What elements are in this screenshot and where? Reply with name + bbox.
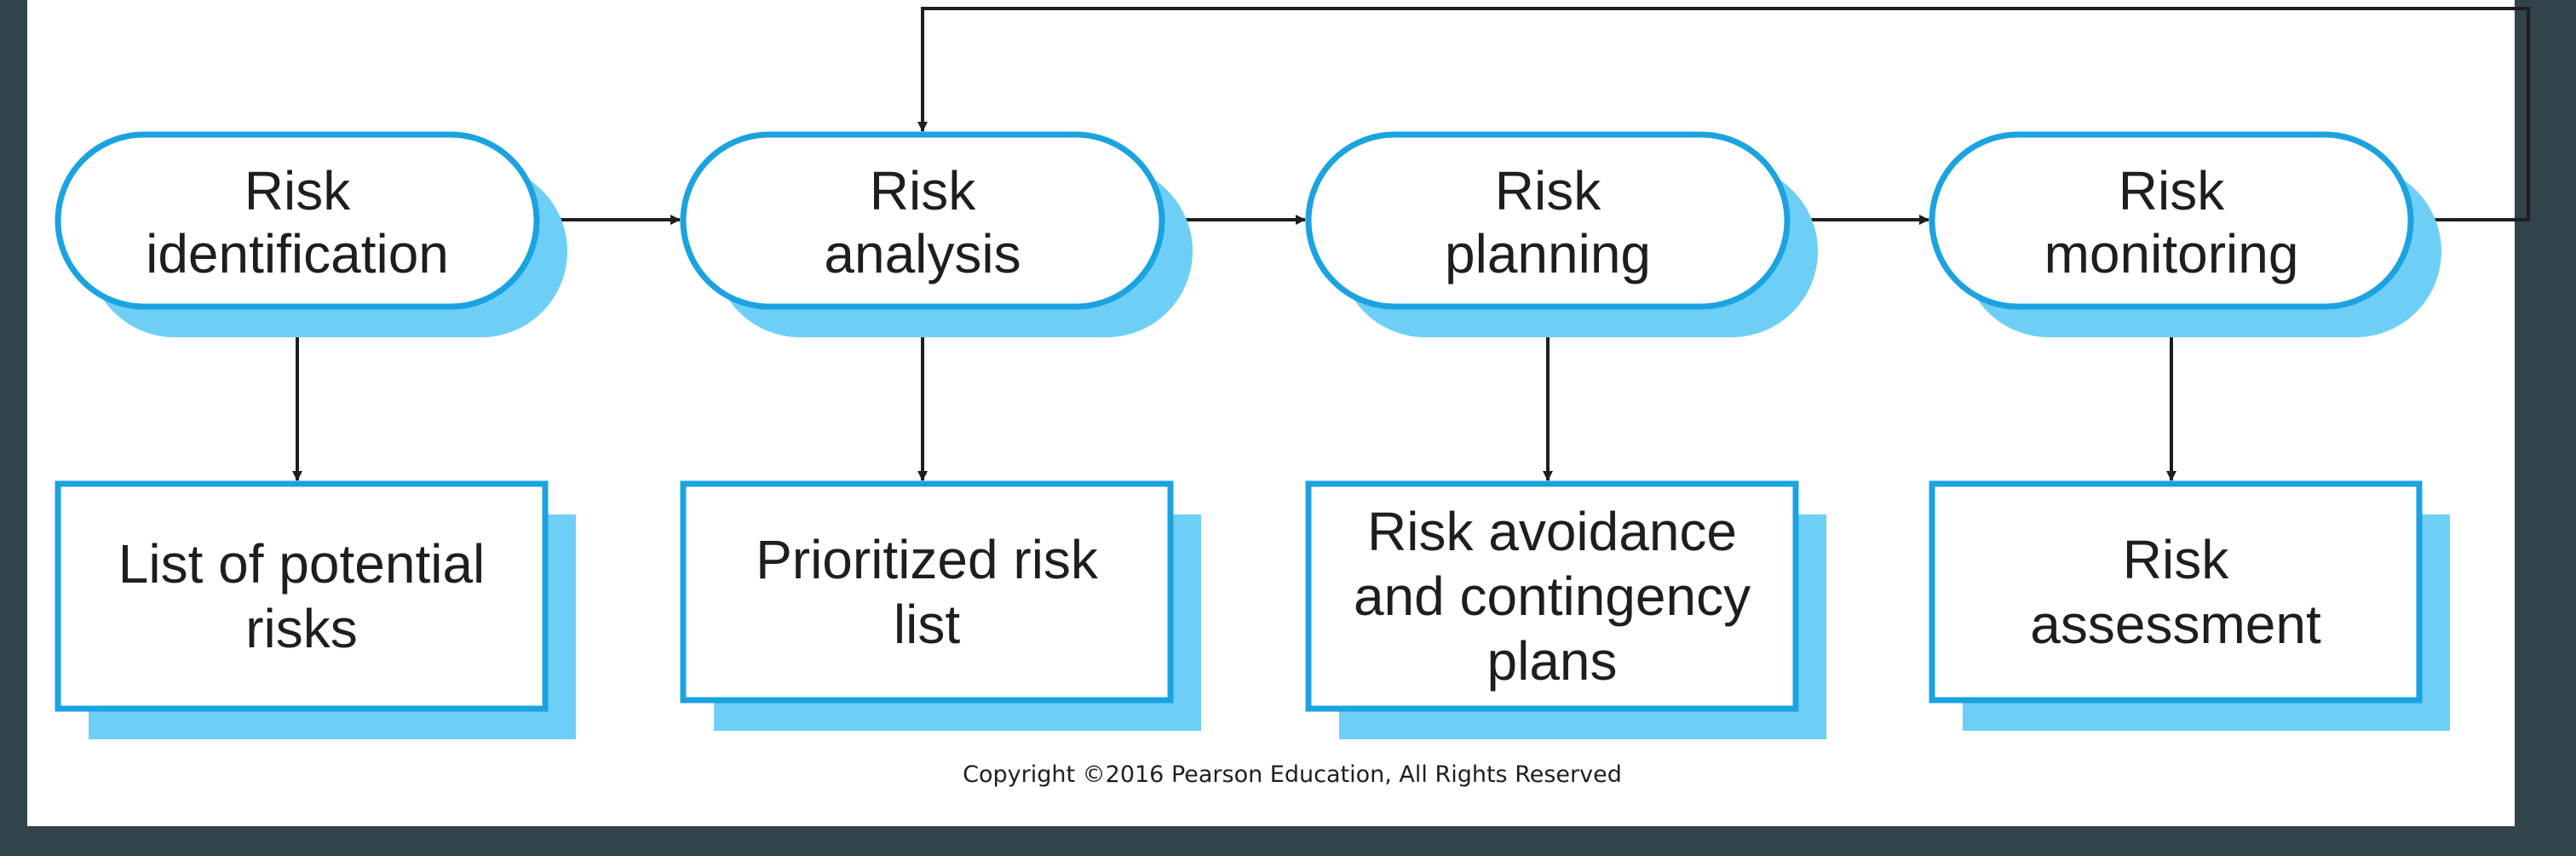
stage-pill	[680, 131, 1165, 310]
diagram.outputs-line: Prioritized risk	[756, 529, 1099, 590]
diagram.outputs-line: Risk avoidance	[1367, 501, 1737, 562]
diagram.outputs-line: risks	[245, 598, 358, 659]
stage-pill	[55, 131, 540, 310]
stage-pill	[1305, 131, 1791, 310]
diagram.stages-line: planning	[1445, 223, 1651, 284]
diagram.outputs-line: Risk	[2123, 529, 2229, 590]
diagram.stages-line: analysis	[824, 223, 1021, 284]
diagram.stages-line: Risk	[2119, 160, 2225, 221]
diagram.outputs-line: and contingency	[1354, 566, 1751, 627]
diagram.stages-line: monitoring	[2044, 223, 2299, 284]
output-box	[1305, 480, 1799, 712]
diagram.stages-line: Risk	[1495, 160, 1601, 221]
feedback-arrow	[917, 7, 2530, 221]
diagram.stages-line: Risk	[870, 160, 976, 221]
output-box	[680, 480, 1174, 704]
output-box	[1929, 480, 2423, 704]
diagram.outputs-line: assessment	[2030, 594, 2321, 655]
diagram.outputs-line: list	[894, 594, 960, 655]
diagram.stages-line: Risk	[244, 160, 351, 221]
copyright-notice: Copyright ©2016 Pearson Education, All R…	[963, 761, 1622, 788]
diagram.stages-line: identification	[146, 223, 449, 284]
stage-pill	[1929, 131, 2414, 310]
output-box	[55, 480, 549, 712]
diagram.outputs-line: List of potential	[118, 533, 486, 595]
diagram.outputs-line: plans	[1487, 630, 1618, 692]
